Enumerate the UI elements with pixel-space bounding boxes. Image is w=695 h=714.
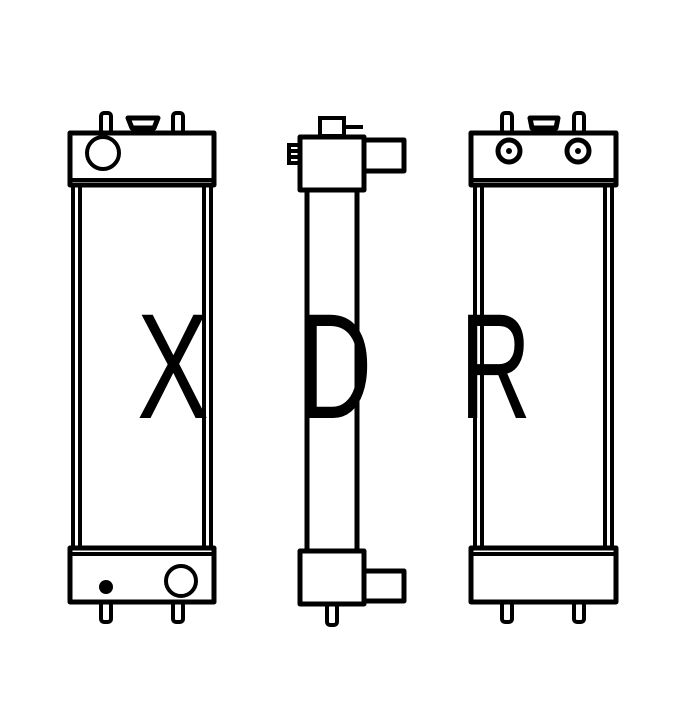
outlet-port [164, 564, 198, 598]
side-fins [287, 143, 300, 165]
core-rail-left [71, 183, 82, 550]
top-pipe-left [99, 111, 113, 135]
top-pipe-right [171, 111, 185, 135]
mount-boss-left [495, 137, 523, 165]
side-bottom-tank [297, 548, 367, 607]
side-bottom-connector [361, 568, 407, 604]
side-top-tank [297, 134, 367, 193]
bottom-tank [67, 545, 217, 605]
mount-boss-right [564, 137, 592, 165]
back-bottom-tank [468, 545, 619, 605]
filler-cap [125, 115, 161, 131]
back-top-tank [468, 130, 619, 188]
top-tank [67, 130, 217, 188]
logo-letter-d: D [299, 282, 372, 450]
logo-letter-r: R [460, 282, 531, 450]
radiator-back-view [468, 111, 619, 624]
back-filler-cap [527, 115, 561, 131]
radiator-side-view [287, 116, 407, 627]
side-filler-cap [318, 116, 346, 138]
inlet-port [85, 135, 121, 171]
radiator-front-view [67, 111, 217, 624]
side-top-connector [361, 137, 407, 174]
logo-letter-x: X [137, 282, 209, 450]
drain-plug [99, 580, 113, 594]
